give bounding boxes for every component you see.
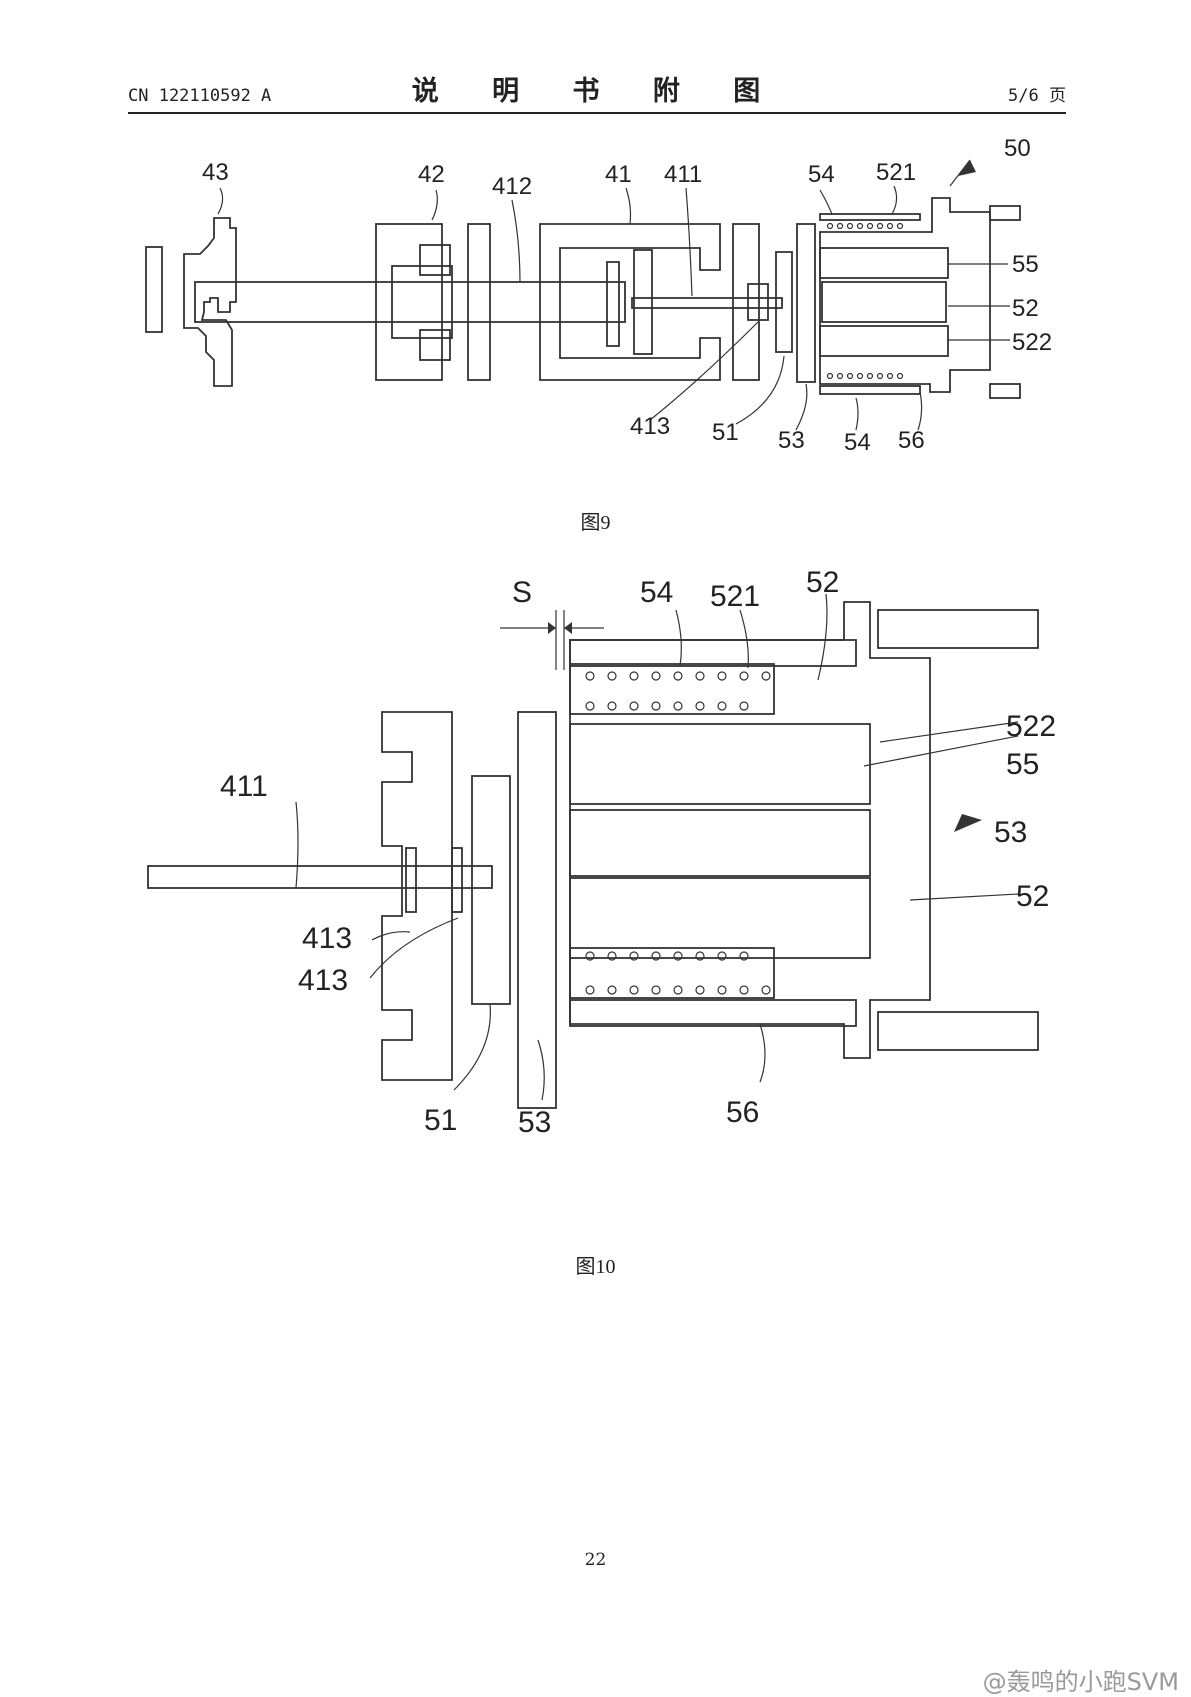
fig9-geometry (145, 159, 1021, 431)
fig9-label-412: 412 (492, 173, 532, 200)
fig9-label-411: 411 (664, 161, 702, 188)
page-title: 说 明 书 附 图 (411, 76, 783, 107)
fig9-label-56: 56 (898, 427, 925, 454)
page-info: 5/6 页 (1008, 86, 1066, 106)
fig10-label-522: 522 (1006, 710, 1056, 743)
fig10-label-55: 55 (1006, 748, 1039, 781)
fig9-label-42: 42 (418, 161, 445, 188)
fig10-label-56: 56 (726, 1096, 759, 1129)
fig9-label-522: 522 (1012, 329, 1052, 356)
fig10-label-413-bottom: 413 (298, 964, 348, 997)
fig10-label-S: S (512, 576, 532, 609)
fig9-labels: 43 42 412 41 411 54 521 50 55 52 522 413… (202, 135, 1052, 456)
fig10-label-521: 521 (710, 580, 760, 613)
fig9-label-55: 55 (1012, 251, 1039, 278)
page-number: 22 (584, 1550, 607, 1570)
fig10-geometry (147, 593, 1039, 1109)
fig10-label-52-right: 52 (1016, 880, 1049, 913)
page-header: CN 122110592 A 说 明 书 附 图 5/6 页 (128, 72, 1066, 114)
fig10-label-411: 411 (220, 770, 268, 803)
figure-9-drawing: 43 42 412 41 411 54 521 50 55 52 522 413… (145, 135, 1052, 456)
fig10-label-413-top: 413 (302, 922, 352, 955)
fig9-label-413: 413 (630, 413, 670, 440)
fig9-label-52: 52 (1012, 295, 1039, 322)
patent-number: CN 122110592 A (128, 86, 272, 106)
figure-9-caption: 图9 (580, 512, 611, 534)
fig9-label-51: 51 (712, 419, 739, 446)
fig9-label-521: 521 (876, 159, 916, 186)
fig10-label-53-bottom: 53 (518, 1106, 551, 1139)
figure-10-drawing: S 54 521 52 522 55 411 53 52 413 413 51 … (147, 570, 1056, 1139)
fig9-label-54-top: 54 (808, 161, 835, 188)
fig10-labels: S 54 521 52 522 55 411 53 52 413 413 51 … (220, 570, 1056, 1139)
fig10-label-54: 54 (640, 576, 673, 609)
fig9-label-50: 50 (1004, 135, 1031, 162)
figure-10-caption: 图10 (575, 1256, 616, 1278)
fig9-label-53: 53 (778, 427, 805, 454)
fig9-label-41: 41 (605, 161, 632, 188)
fig10-label-51: 51 (424, 1104, 457, 1137)
watermark: @轰鸣的小跑SVM (982, 1668, 1179, 1696)
fig10-label-52-top: 52 (806, 570, 839, 599)
fig9-label-43: 43 (202, 159, 229, 186)
fig10-label-53-arrow: 53 (994, 816, 1027, 849)
fig9-label-54-bottom: 54 (844, 429, 871, 456)
